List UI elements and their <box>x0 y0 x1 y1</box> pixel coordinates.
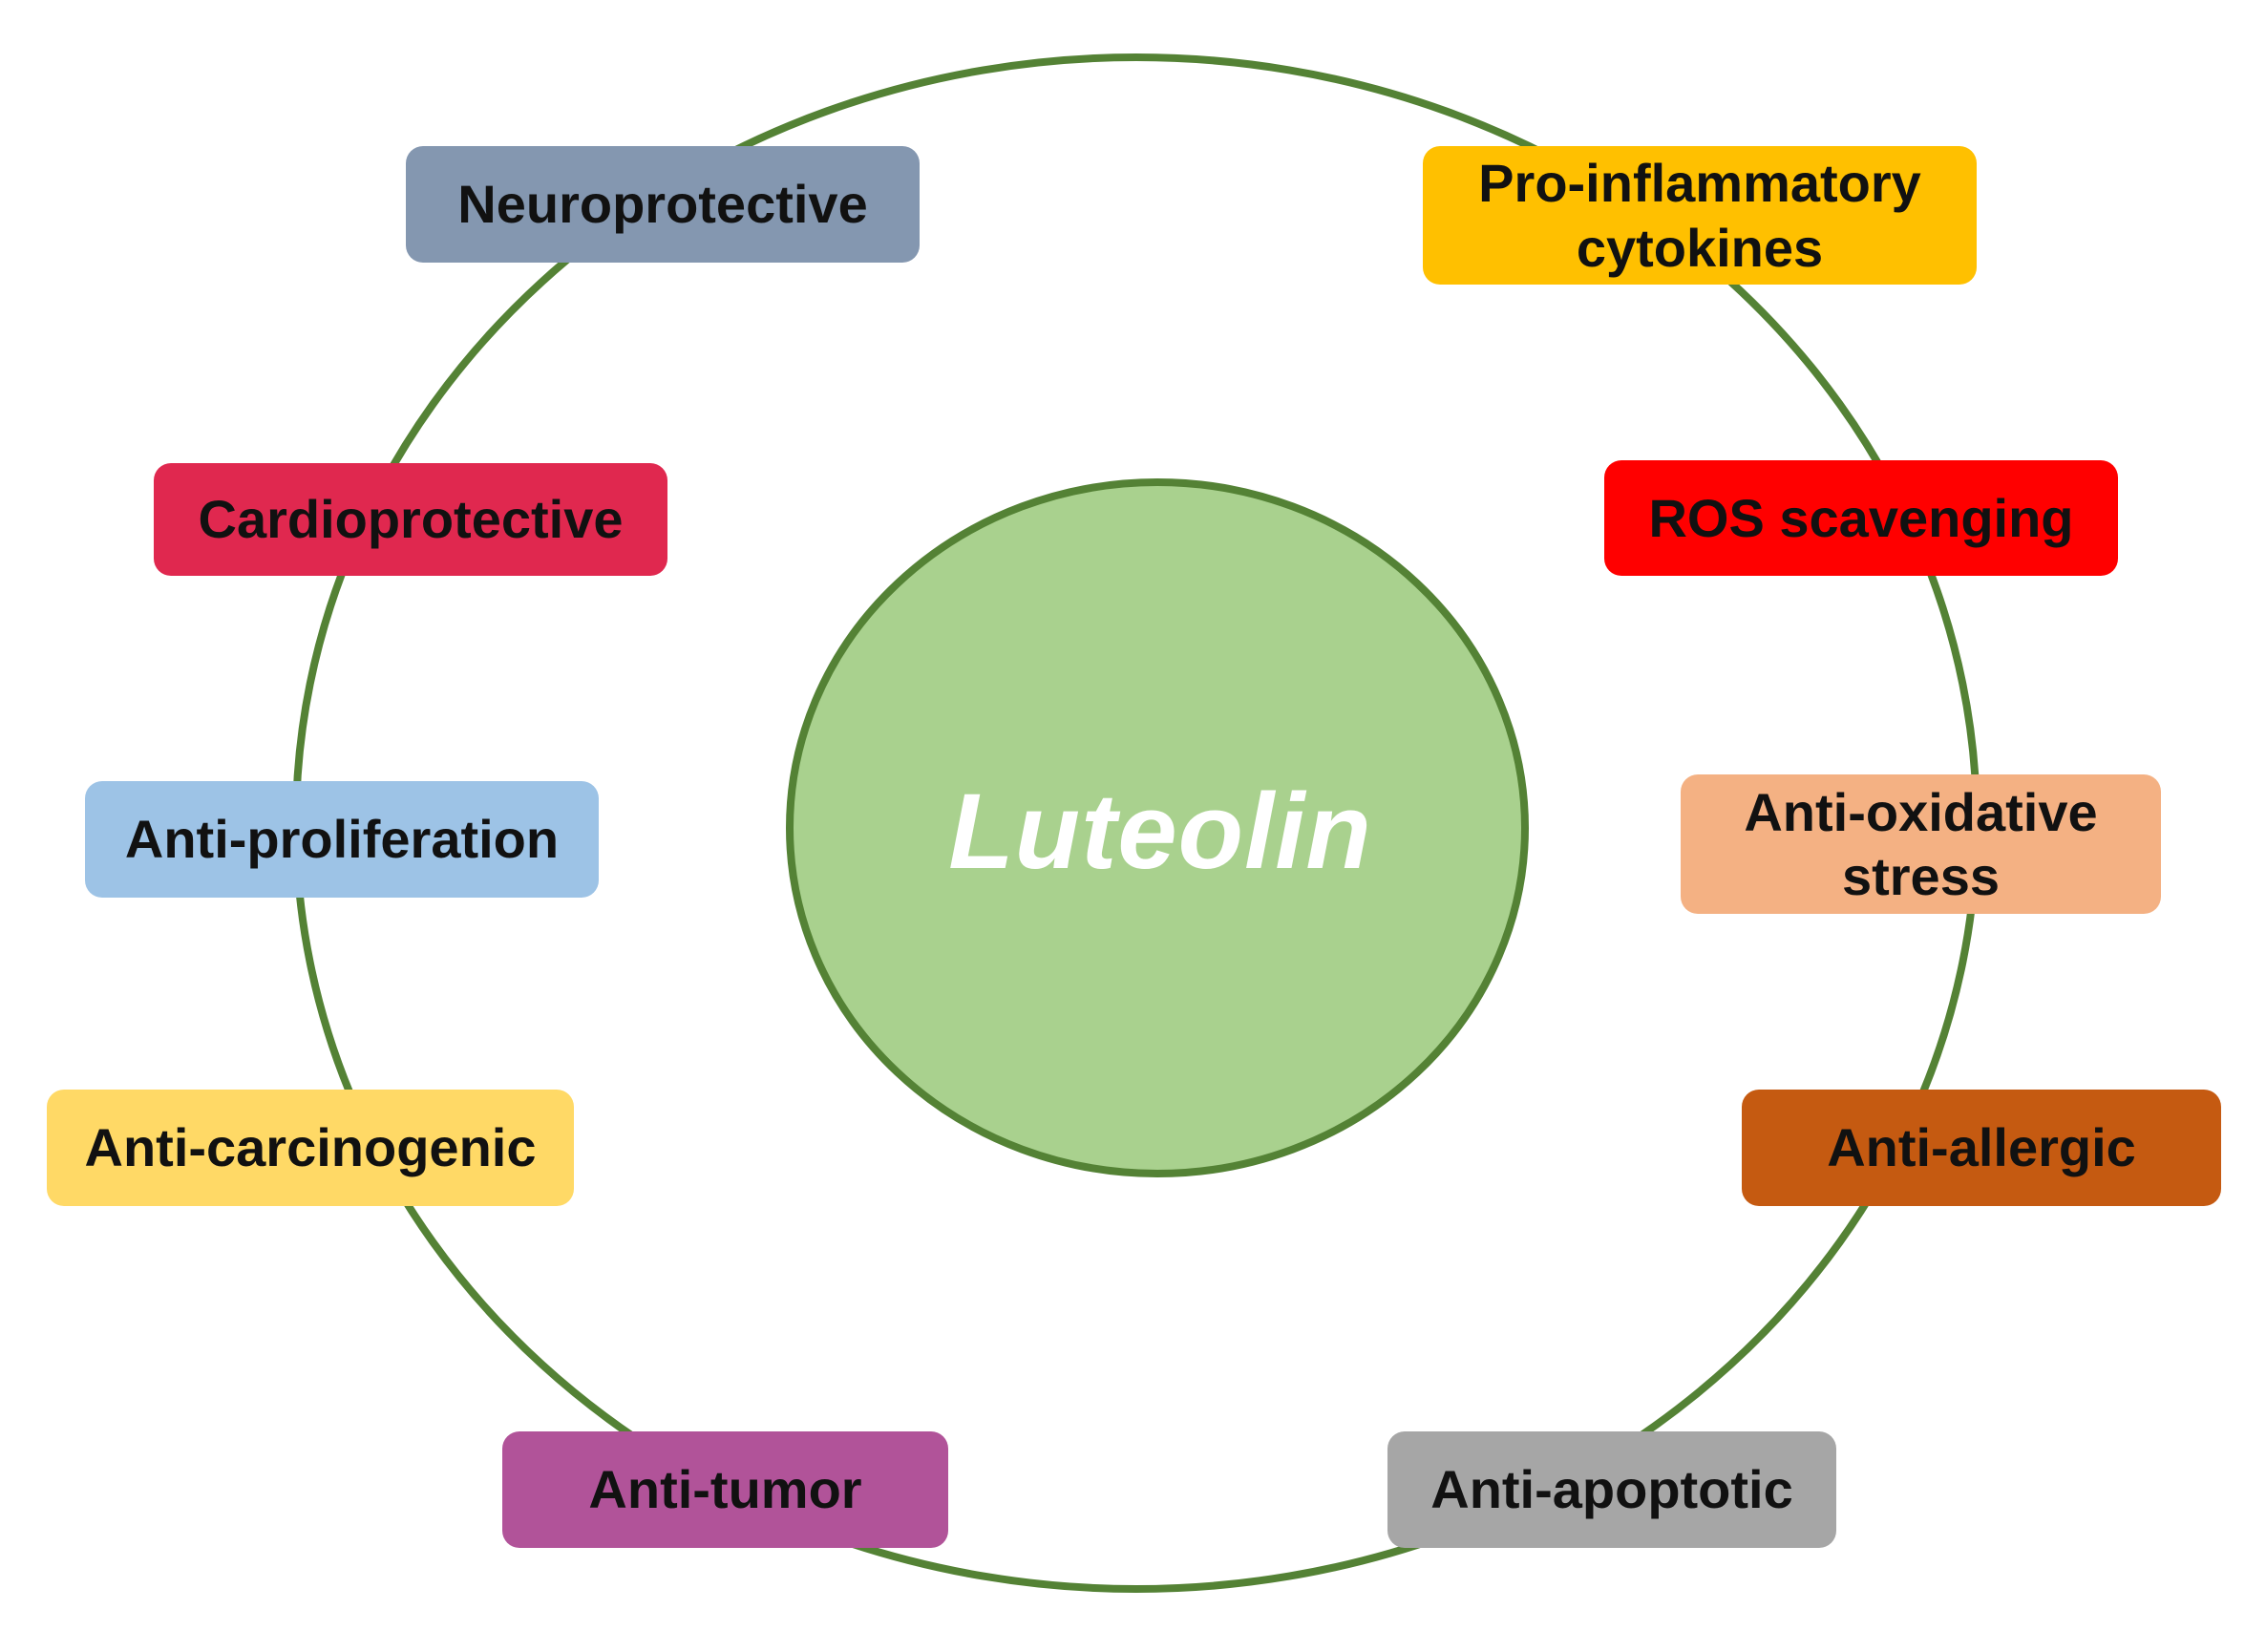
effect-neuroprotective: Neuroprotective <box>406 146 920 263</box>
center-circle <box>786 478 1529 1177</box>
effect-pro-inflammatory-cytokines: Pro-inflammatory cytokines <box>1423 146 1977 285</box>
effect-anti-proliferation: Anti-proliferation <box>85 781 599 898</box>
effect-label: Anti-tumor <box>588 1459 862 1520</box>
effect-label: Pro-inflammatory cytokines <box>1478 153 1921 278</box>
effect-ros-scavenging: ROS scavenging <box>1604 460 2118 576</box>
effect-label: Anti-carcinogenic <box>84 1117 537 1178</box>
effect-label: Anti-oxidative stress <box>1744 781 2098 906</box>
effect-label: ROS scavenging <box>1648 487 2074 548</box>
effect-anti-tumor: Anti-tumor <box>502 1431 948 1548</box>
center-label: Luteolin <box>948 771 1372 891</box>
effect-anti-carcinogenic: Anti-carcinogenic <box>47 1090 574 1206</box>
effect-anti-allergic: Anti-allergic <box>1742 1090 2221 1206</box>
effect-anti-oxidative-stress: Anti-oxidative stress <box>1681 774 2161 914</box>
effect-label: Anti-apoptotic <box>1430 1459 1793 1520</box>
effect-label: Anti-allergic <box>1827 1117 2136 1178</box>
effect-cardioprotective: Cardioprotective <box>154 463 667 576</box>
effect-label: Neuroprotective <box>457 174 868 235</box>
effect-anti-apoptotic: Anti-apoptotic <box>1387 1431 1836 1548</box>
effect-label: Cardioprotective <box>198 489 624 550</box>
effect-label: Anti-proliferation <box>124 809 560 870</box>
